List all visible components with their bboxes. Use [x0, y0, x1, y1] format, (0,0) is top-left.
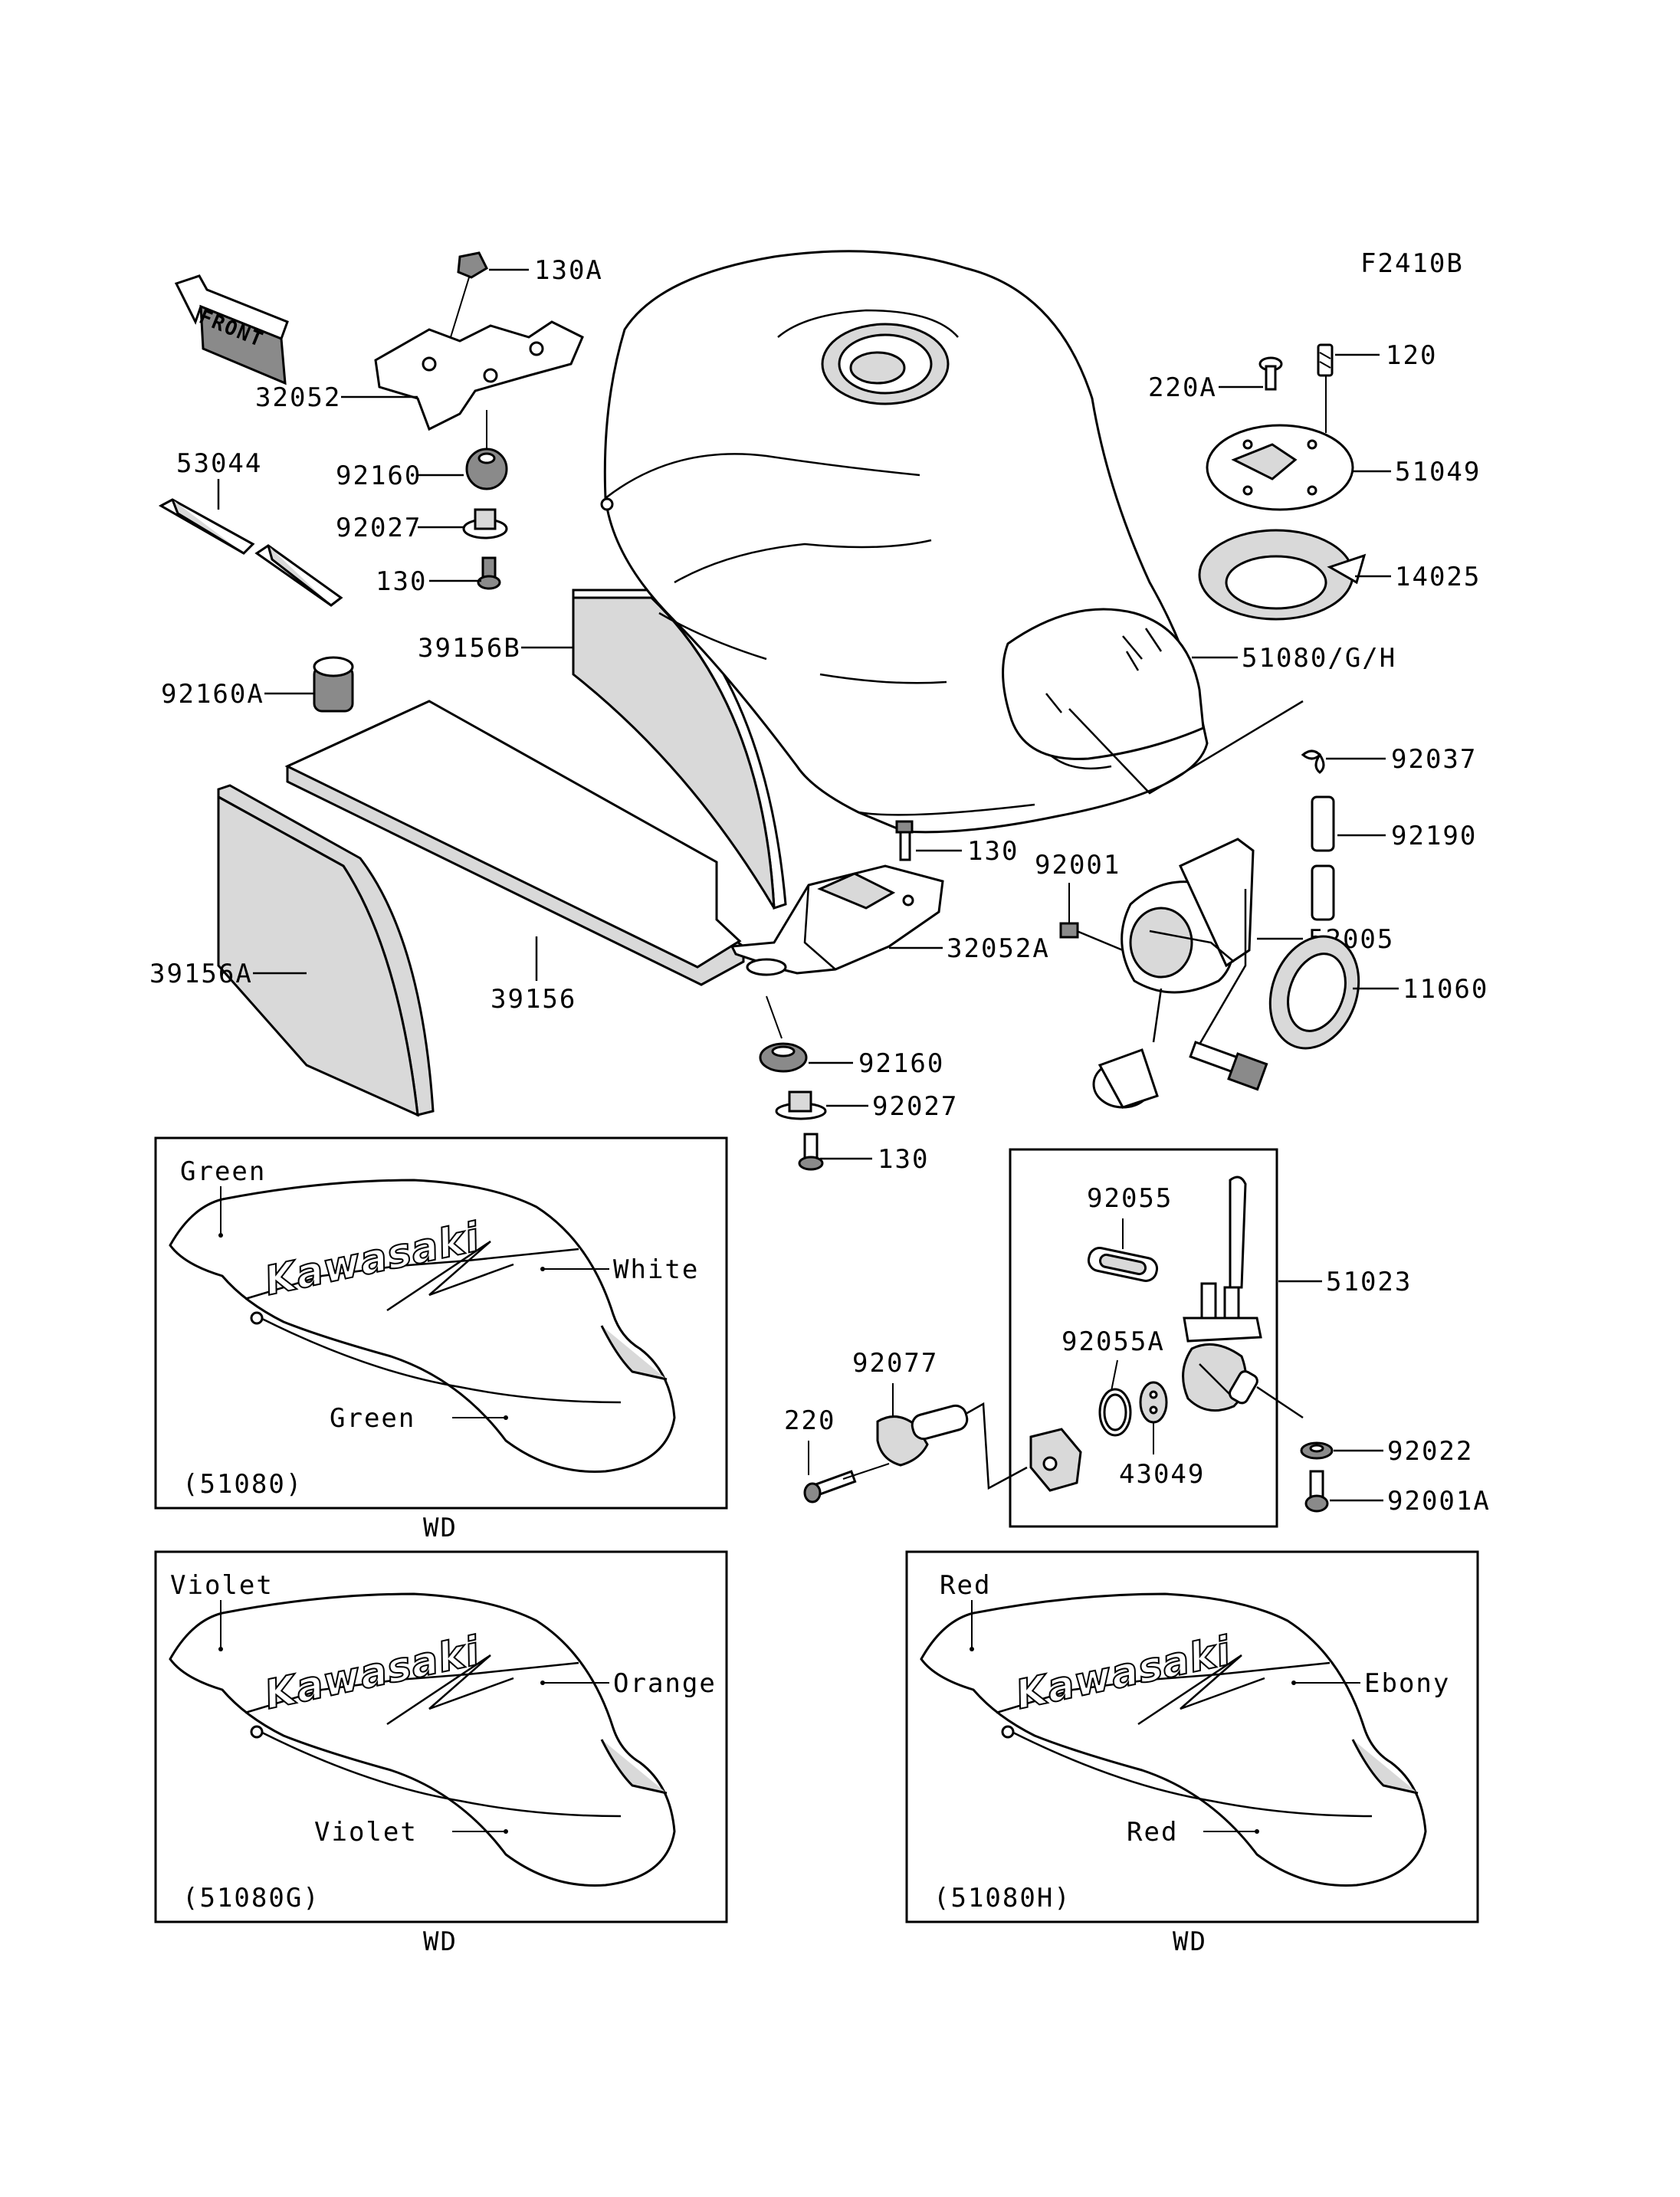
bolt-130A-graphic	[450, 251, 488, 338]
lever-92077-graphic	[876, 1404, 969, 1467]
label-220: 220	[784, 1405, 835, 1436]
label-130-mid: 130	[967, 836, 1019, 867]
label-120: 120	[1386, 340, 1437, 371]
screw-220-graphic	[803, 1470, 857, 1503]
ring-14025-graphic	[1198, 529, 1367, 621]
collar-92027-top-graphic	[462, 508, 508, 539]
color-bottom-51080H: Red	[1127, 1817, 1178, 1848]
washer-92022-graphic	[1300, 1441, 1334, 1460]
variant-panel-51080: Kawasaki	[154, 1136, 728, 1510]
screw-120-graphic	[1317, 343, 1334, 377]
figure-code: F2410B	[1360, 248, 1464, 279]
label-32052A: 32052A	[947, 933, 1050, 964]
pump-52005-graphic	[1092, 838, 1255, 1109]
label-92001A: 92001A	[1387, 1486, 1491, 1517]
label-130-top: 130	[376, 566, 427, 597]
label-92022: 92022	[1387, 1436, 1473, 1467]
bracket-32052A-graphic	[730, 864, 944, 976]
color-top-51080H: Red	[940, 1570, 991, 1601]
variant-panel-51080H: Kawasaki	[905, 1550, 1479, 1923]
bracket-32052-graphic	[374, 320, 584, 431]
bolt-130-top-graphic	[477, 556, 501, 590]
connector-graphic	[1189, 1041, 1268, 1091]
o-ring-92055A-graphic	[1098, 1388, 1132, 1437]
variant-code-51080: (51080)	[182, 1469, 303, 1500]
trim-53044-graphic	[158, 498, 343, 607]
bolt-92001-graphic	[1059, 922, 1079, 939]
label-92160-mid: 92160	[858, 1048, 944, 1079]
label-92037: 92037	[1391, 744, 1477, 775]
color-top-51080: Green	[180, 1156, 266, 1187]
gasket-92055-graphic	[1087, 1247, 1159, 1282]
knob-graphic	[1029, 1428, 1082, 1492]
bolt-130-bot-graphic	[798, 1133, 824, 1171]
label-92160A: 92160A	[161, 679, 264, 710]
bolt-130-mid-graphic	[895, 820, 914, 861]
fuel-cock-51023-graphic	[1182, 1176, 1304, 1419]
label-92001: 92001	[1035, 850, 1121, 880]
label-130A: 130A	[534, 255, 603, 286]
color-bottom-51080G: Violet	[314, 1817, 418, 1848]
label-51080GH: 51080/G/H	[1242, 643, 1396, 674]
label-51023: 51023	[1326, 1267, 1412, 1297]
label-39156B: 39156B	[418, 633, 521, 664]
grommet-92160-top-graphic	[465, 448, 508, 490]
variant-market-51080: WD	[423, 1513, 458, 1543]
label-220A: 220A	[1148, 372, 1217, 403]
screw-220A-graphic	[1258, 356, 1283, 391]
bolt-92001A-graphic	[1304, 1470, 1329, 1513]
seal-43049-graphic	[1139, 1381, 1168, 1424]
gasket-11060-graphic	[1268, 935, 1360, 1050]
color-stripe-51080: White	[613, 1254, 699, 1285]
variant-market-51080H: WD	[1173, 1926, 1207, 1957]
label-39156: 39156	[491, 984, 576, 1015]
label-92190: 92190	[1391, 821, 1477, 851]
clamp-92037-graphic	[1301, 749, 1325, 774]
hose-92190-graphic	[1311, 795, 1335, 921]
grommet-92160A-graphic	[313, 656, 354, 713]
color-stripe-51080H: Ebony	[1364, 1668, 1450, 1699]
label-32052: 32052	[255, 382, 341, 413]
variant-market-51080G: WD	[423, 1926, 458, 1957]
variant-code-51080G: (51080G)	[182, 1883, 320, 1913]
label-92055: 92055	[1087, 1183, 1173, 1214]
variant-panel-51080G: Kawasaki	[154, 1550, 728, 1923]
label-43049: 43049	[1119, 1459, 1205, 1490]
pad-39156A-graphic	[217, 784, 435, 1117]
front-arrow: FRONT	[174, 274, 289, 385]
cap-51049-graphic	[1206, 424, 1354, 511]
label-92027-top: 92027	[336, 513, 422, 543]
label-51049: 51049	[1395, 457, 1481, 487]
color-bottom-51080: Green	[330, 1403, 415, 1434]
color-stripe-51080G: Orange	[613, 1668, 717, 1699]
label-92077: 92077	[852, 1348, 938, 1379]
label-39156A: 39156A	[149, 959, 253, 989]
collar-92027-mid-graphic	[775, 1090, 827, 1120]
label-11060: 11060	[1403, 974, 1488, 1005]
label-92055A: 92055A	[1061, 1326, 1165, 1357]
label-92160-top: 92160	[336, 461, 422, 491]
label-14025: 14025	[1395, 562, 1481, 592]
label-130-bot: 130	[878, 1144, 929, 1175]
label-53044: 53044	[176, 448, 262, 479]
label-92027-mid: 92027	[872, 1091, 958, 1122]
variant-code-51080H: (51080H)	[934, 1883, 1071, 1913]
fuel-cock-box	[1009, 1148, 1278, 1528]
color-top-51080G: Violet	[170, 1570, 274, 1601]
grommet-92160-mid-graphic	[759, 1042, 808, 1073]
